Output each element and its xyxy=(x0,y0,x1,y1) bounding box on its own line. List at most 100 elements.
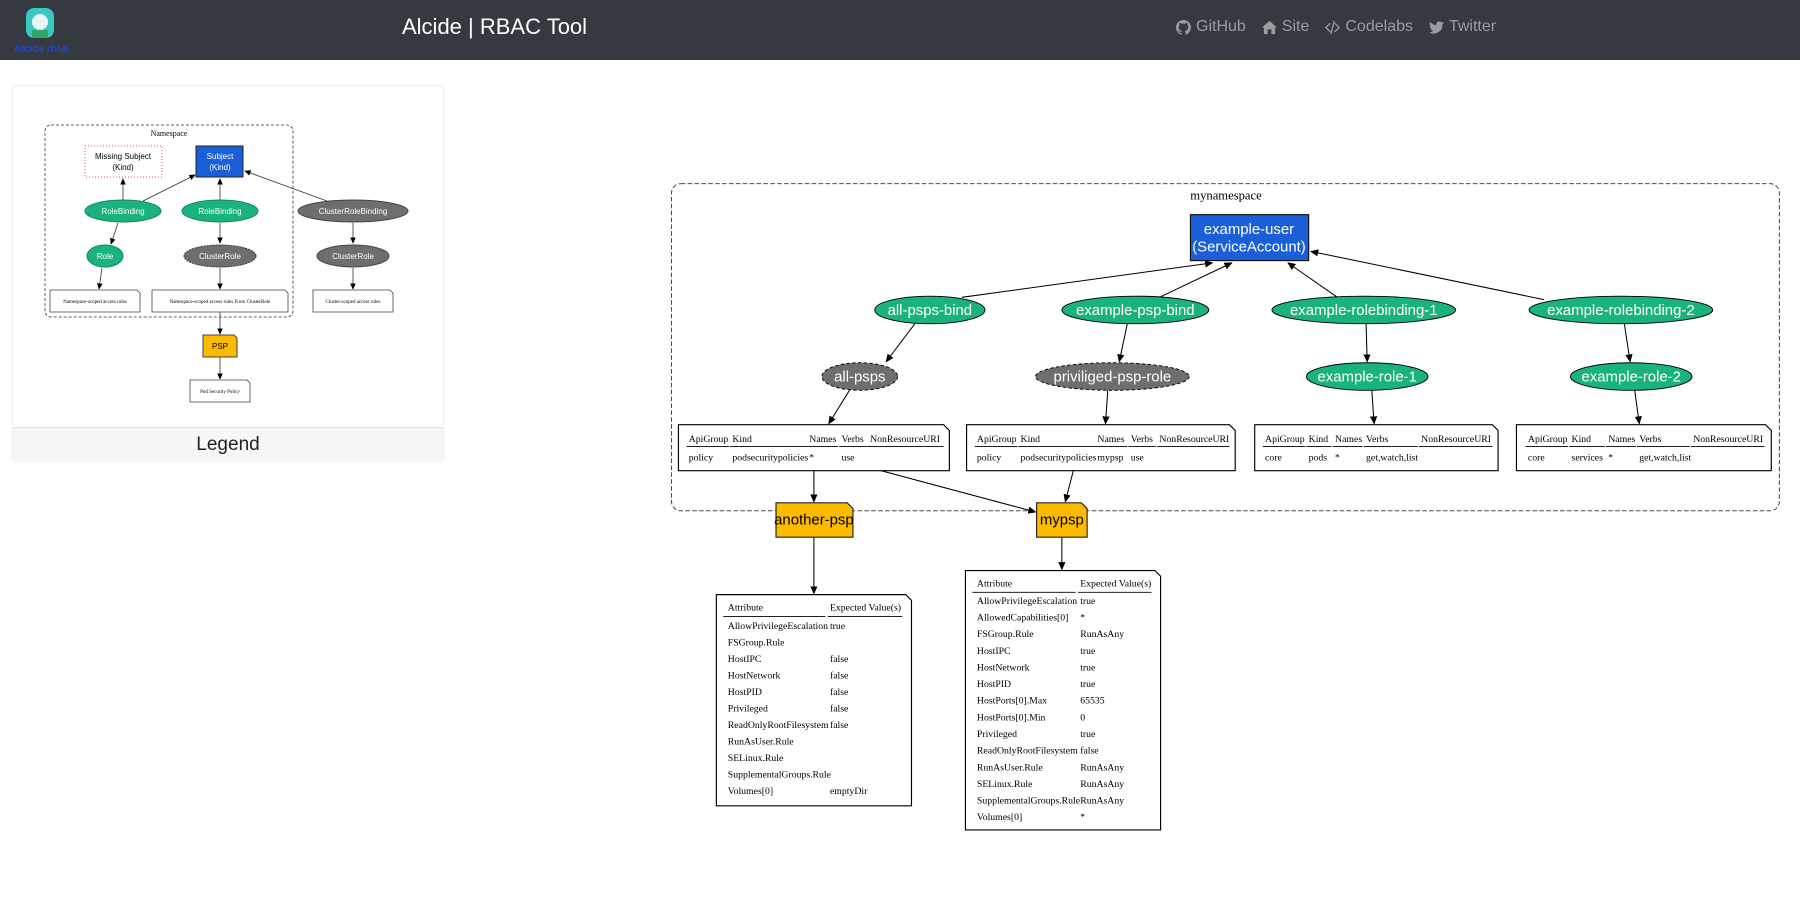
legend-clusterrole-2-label: ClusterRole xyxy=(332,252,374,261)
psp-attribute: AllowedCapabilities[0] xyxy=(977,612,1069,623)
legend-psp xyxy=(202,334,238,358)
psp-value: true xyxy=(830,621,845,632)
psp-attribute: HostNetwork xyxy=(728,670,781,681)
psp-label: another-psp xyxy=(774,512,854,529)
subject-node[interactable] xyxy=(1189,214,1310,262)
home-icon xyxy=(1261,20,1277,34)
namespace-label: mynamespace xyxy=(1190,189,1262,203)
psp-value: false xyxy=(1080,746,1098,757)
rules-cell: get,watch,list xyxy=(1639,452,1691,463)
psp-value: false xyxy=(830,703,848,714)
psp-value: false xyxy=(830,670,848,681)
legend-note-cluster xyxy=(312,289,394,313)
github-link[interactable]: GitHub xyxy=(1176,18,1246,36)
alcide-logo[interactable]: Alcide rbaK xyxy=(12,4,68,56)
psp-attribute: Privileged xyxy=(728,703,768,714)
psp-value: true xyxy=(1080,679,1095,690)
legend-rolebinding-2-label: RoleBinding xyxy=(198,207,241,216)
rules-table: ApiGroupcoreKindservicesNames*Verbsget,w… xyxy=(1515,424,1772,472)
binding-label: example-rolebinding-2 xyxy=(1547,302,1695,319)
psp-node-mypsp[interactable] xyxy=(1036,502,1088,538)
rules-cell: use xyxy=(841,452,854,463)
legend-psp-label: PSP xyxy=(212,342,228,351)
psp-value: * xyxy=(1080,812,1085,823)
rules-cell: pods xyxy=(1309,452,1328,463)
psp-attribute: AllowPrivilegeEscalation xyxy=(728,621,828,632)
binding-node[interactable] xyxy=(1061,295,1210,325)
legend-subject-label: Subject xyxy=(207,152,234,161)
psp-value: false xyxy=(830,687,848,698)
psp-attribute: FSGroup.Rule xyxy=(977,629,1034,640)
legend-role-label: Role xyxy=(97,252,114,261)
legend-footer: Legend xyxy=(13,427,443,461)
subject-kind: (ServiceAccount) xyxy=(1192,238,1306,255)
rules-cell: mypsp xyxy=(1097,452,1123,463)
navbar: Alcide rbaK Alcide | RBAC Tool GitHub Si… xyxy=(0,0,1800,60)
legend-clusterrole xyxy=(183,244,257,268)
rules-header-cell: NonResourceURI xyxy=(1421,434,1491,445)
role-node[interactable] xyxy=(1569,362,1693,391)
psp-attribute: ReadOnlyRootFilesystem xyxy=(977,746,1078,757)
legend-namespace-label: Namespace xyxy=(151,129,188,138)
rules-cell: core xyxy=(1528,452,1545,463)
psp-attribute: AllowPrivilegeEscalation xyxy=(977,596,1077,607)
codelabs-link[interactable]: Codelabs xyxy=(1325,18,1413,36)
rules-header-cell: Names xyxy=(809,434,836,445)
legend-note-psp xyxy=(189,379,251,403)
legend-rolebinding-label: RoleBinding xyxy=(101,207,144,216)
psp-value: 0 xyxy=(1080,712,1085,723)
rules-cell: get,watch,list xyxy=(1366,452,1418,463)
legend-clusterrole-label: ClusterRole xyxy=(199,252,241,261)
rules-header-cell: ApiGroup xyxy=(689,434,729,445)
rules-header-cell: NonResourceURI xyxy=(1693,434,1763,445)
legend-diagram: Namespace Missing Subject (Kind) Subject… xyxy=(44,124,409,403)
role-label: example-role-2 xyxy=(1582,369,1681,386)
rules-table: ApiGrouppolicyKindpodsecuritypoliciesNam… xyxy=(966,424,1236,472)
clusterrole-node[interactable] xyxy=(821,362,899,391)
psp-node-another-psp[interactable] xyxy=(775,502,854,538)
legend-note-ns-cr xyxy=(151,289,289,313)
binding-label: example-rolebinding-1 xyxy=(1290,302,1438,319)
rules-header-cell: ApiGroup xyxy=(1528,434,1568,445)
psp-value: RunAsAny xyxy=(1080,796,1124,807)
legend-clusterrole-2 xyxy=(316,244,390,268)
rules-header-cell: Kind xyxy=(1572,434,1592,445)
rules-cell: use xyxy=(1131,452,1144,463)
psp-attribute: HostIPC xyxy=(977,646,1011,657)
rules-cell: * xyxy=(1608,452,1613,463)
app-title: Alcide | RBAC Tool xyxy=(402,14,588,39)
psp-attribute: HostPID xyxy=(728,687,762,698)
binding-node[interactable] xyxy=(874,295,986,325)
binding-node[interactable] xyxy=(1271,295,1457,325)
psp-attribute: RunAsUser.Rule xyxy=(728,736,794,747)
subject-name: example-user xyxy=(1204,221,1294,238)
psp-header-value: Expected Value(s) xyxy=(830,603,901,614)
site-link[interactable]: Site xyxy=(1261,18,1309,36)
role-node[interactable] xyxy=(1305,362,1429,391)
psp-header-value: Expected Value(s) xyxy=(1080,579,1151,590)
binding-label: example-psp-bind xyxy=(1076,302,1195,319)
psp-attribute: Volumes[0] xyxy=(728,786,773,797)
legend-note-ns xyxy=(49,289,141,313)
legend-subject xyxy=(195,145,244,178)
legend-missing-subject-label: Missing Subject xyxy=(95,152,152,161)
clusterrole-node[interactable] xyxy=(1034,362,1190,391)
legend-subject-kind: (Kind) xyxy=(209,163,231,172)
legend-note-psp-text: Pod Security Policy xyxy=(200,390,240,395)
legend-rolebinding xyxy=(84,199,162,223)
psp-attribute: SupplementalGroups.Rule xyxy=(728,769,831,780)
rules-header-cell: Names xyxy=(1608,434,1635,445)
rules-cell: * xyxy=(1335,452,1340,463)
psp-attribute: RunAsUser.Rule xyxy=(977,762,1043,773)
psp-attribute: FSGroup.Rule xyxy=(728,638,785,649)
legend-role xyxy=(86,244,124,268)
namespace-cluster xyxy=(671,183,1780,512)
rules-header-cell: NonResourceURI xyxy=(1159,434,1229,445)
psp-attribute: SELinux.Rule xyxy=(728,753,784,764)
psp-attribute: HostPorts[0].Max xyxy=(977,696,1047,707)
psp-attribute: HostIPC xyxy=(728,654,762,665)
rules-cell: podsecuritypolicies xyxy=(1021,452,1097,463)
twitter-link[interactable]: Twitter xyxy=(1428,18,1496,36)
legend-namespace-cluster xyxy=(44,124,294,318)
binding-node[interactable] xyxy=(1528,295,1714,325)
